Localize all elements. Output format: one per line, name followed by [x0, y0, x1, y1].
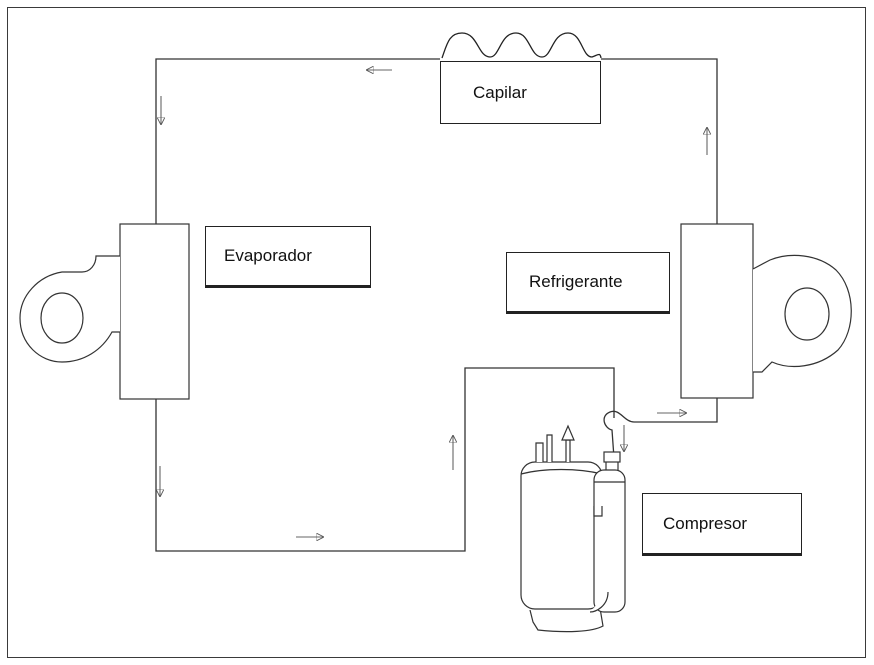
- pipe-bottom-left: [155, 367, 615, 552]
- refrigerant-label-text: Refrigerante: [529, 272, 623, 291]
- compressor-icon: [520, 424, 626, 633]
- condenser-fan-icon: [752, 254, 852, 373]
- evaporator-label-text: Evaporador: [224, 246, 312, 265]
- evaporator-label: Evaporador: [205, 226, 371, 288]
- pipe-condenser-out: [634, 398, 718, 423]
- pipe-top-right: [601, 58, 718, 224]
- capillary-label-text: Capilar: [473, 82, 527, 102]
- refrigerant-piping: [155, 58, 718, 552]
- refrigerant-label: Refrigerante: [506, 252, 670, 314]
- capillary-label: Capilar: [440, 61, 601, 124]
- evaporator-fan-icon: [19, 255, 120, 363]
- compressor-label-text: Compresor: [663, 513, 748, 533]
- pipe-loop-to-compressor: [603, 410, 635, 459]
- flow-arrows: [160, 70, 707, 537]
- pipe-top-left: [155, 58, 440, 224]
- compressor-label: Compresor: [642, 493, 802, 556]
- capillary-coil: [441, 32, 602, 59]
- evaporator-coil: [119, 223, 190, 400]
- condenser-coil: [680, 223, 754, 399]
- diagram-frame: [7, 7, 866, 658]
